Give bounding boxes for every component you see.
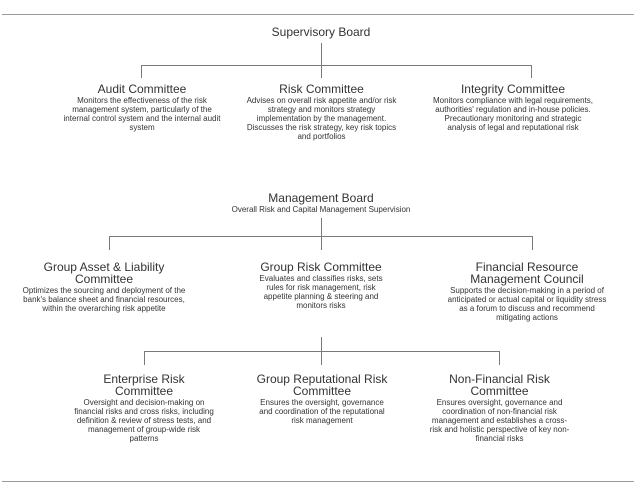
group-risk-committee-title: Group Risk Committee — [260, 260, 382, 274]
connector-mb-frmc — [532, 236, 533, 250]
connector-grc-reputational — [321, 351, 322, 365]
audit-committee-description: Monitors the effectiveness of the risk m… — [63, 96, 221, 132]
audit-committee: Audit Committee Monitors the effectivene… — [62, 83, 222, 132]
risk-committee-description: Advises on overall risk appetite and/or … — [246, 96, 397, 141]
frmc-description: Supports the decision-making in a period… — [447, 286, 607, 322]
group-reputational-risk-committee-description: Ensures the oversight, governance and co… — [259, 398, 385, 425]
connector-sb-down — [321, 43, 322, 65]
management-board-subtitle: Overall Risk and Capital Management Supe… — [231, 205, 411, 214]
bottom-divider — [2, 481, 634, 482]
supervisory-board: Supervisory Board — [221, 26, 421, 39]
integrity-committee-title: Integrity Committee — [460, 82, 566, 96]
connector-grc-horizontal — [144, 351, 500, 352]
group-reputational-risk-committee-title: Group Reputational Risk Committee — [256, 372, 388, 398]
connector-grc-nonfinancial — [499, 351, 500, 365]
audit-committee-title: Audit Committee — [97, 82, 187, 96]
group-alco-title: Group Asset & Liability Committee — [43, 260, 165, 286]
integrity-committee-description: Monitors compliance with legal requireme… — [432, 96, 594, 132]
non-financial-risk-committee: Non-Financial Risk Committee Ensures ove… — [427, 373, 572, 443]
group-alco: Group Asset & Liability Committee Optimi… — [22, 261, 186, 313]
risk-committee-title: Risk Committee — [279, 82, 364, 96]
connector-mb-alco — [109, 236, 110, 250]
group-risk-committee-description: Evaluates and classifies risks, sets rul… — [259, 274, 383, 310]
connector-sb-risk — [321, 65, 322, 78]
connector-mb-grc — [321, 236, 322, 250]
supervisory-board-title: Supervisory Board — [271, 25, 371, 39]
connector-grc-enterprise — [144, 351, 145, 365]
connector-sb-audit — [141, 65, 142, 78]
enterprise-risk-committee: Enterprise Risk Committee Oversight and … — [74, 373, 214, 443]
group-risk-committee: Group Risk Committee Evaluates and class… — [251, 261, 391, 310]
financial-resource-management-council: Financial Resource Management Council Su… — [444, 261, 610, 322]
integrity-committee: Integrity Committee Monitors compliance … — [429, 83, 597, 132]
enterprise-risk-committee-title: Enterprise Risk Committee — [103, 372, 185, 398]
connector-grc-down — [321, 337, 322, 352]
group-alco-description: Optimizes the sourcing and deployment of… — [22, 286, 186, 313]
frmc-title: Financial Resource Management Council — [470, 260, 584, 286]
enterprise-risk-committee-description: Oversight and decision-making on financi… — [74, 398, 214, 443]
group-reputational-risk-committee: Group Reputational Risk Committee Ensure… — [256, 373, 388, 425]
management-board: Management Board Overall Risk and Capita… — [191, 191, 451, 215]
connector-sb-integrity — [531, 65, 532, 78]
risk-committee: Risk Committee Advises on overall risk a… — [244, 83, 399, 141]
top-divider — [2, 14, 634, 15]
connector-mb-down — [321, 218, 322, 236]
non-financial-risk-committee-title: Non-Financial Risk Committee — [449, 372, 550, 398]
connector-sb-horizontal — [141, 65, 532, 66]
management-board-title: Management Board — [268, 191, 374, 205]
non-financial-risk-committee-description: Ensures oversight, governance and coordi… — [429, 398, 570, 443]
